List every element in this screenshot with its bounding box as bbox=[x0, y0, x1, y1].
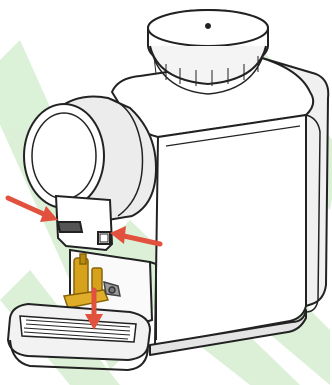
coffee-machine-illustration bbox=[0, 0, 332, 385]
coffee-machine-diagram bbox=[0, 0, 332, 385]
